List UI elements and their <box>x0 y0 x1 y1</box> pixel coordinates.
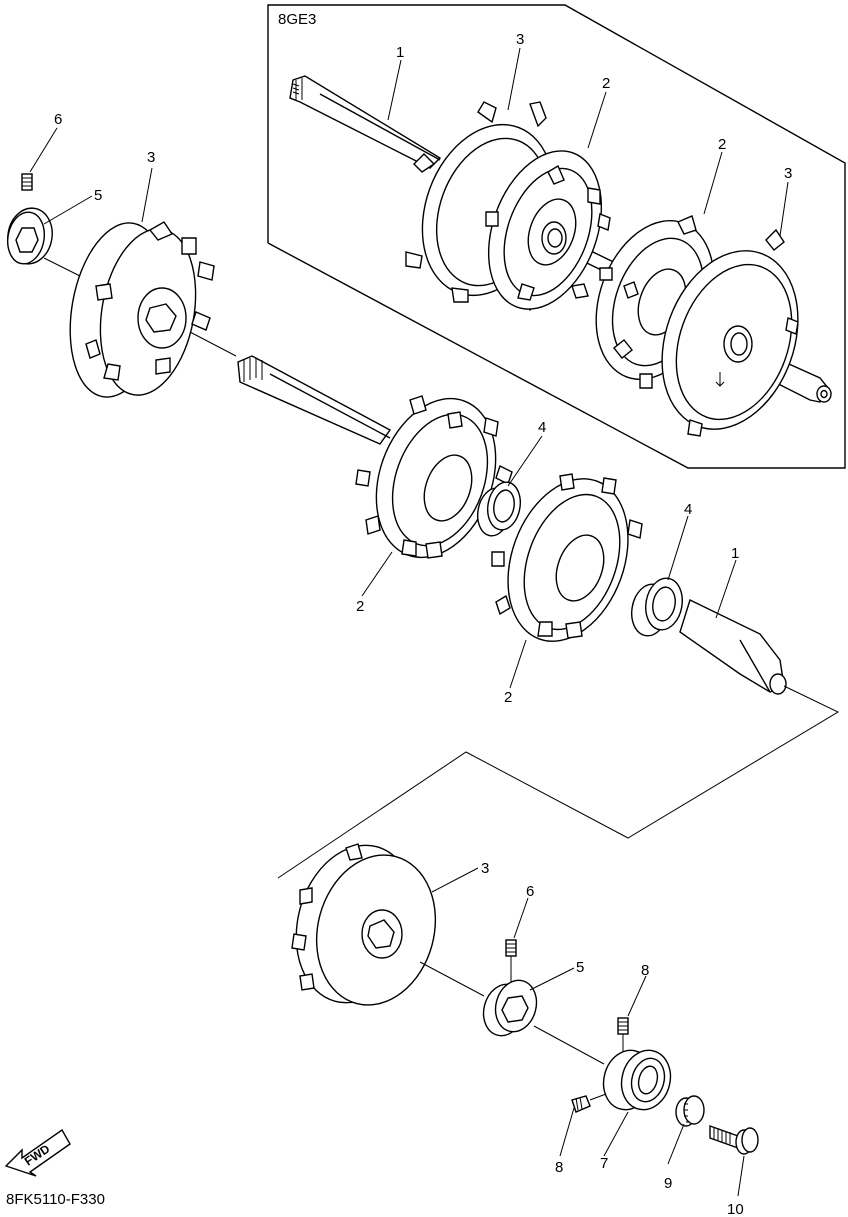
main-shaft <box>237 355 787 695</box>
bottom-collar-axis <box>533 1025 605 1065</box>
callout-inset-sprocket-inner-b: 2 <box>718 136 726 153</box>
connector-frame <box>277 685 840 879</box>
bottom-sprocket-axis <box>419 961 485 997</box>
callout-bearing-screw-top: 8 <box>641 962 649 979</box>
callout-inset-shaft: 1 <box>396 44 404 61</box>
spacer-a <box>477 481 521 537</box>
inset-frame <box>267 4 846 469</box>
left-set-screw <box>21 173 33 191</box>
callout-main-sprocket-b: 2 <box>504 689 512 706</box>
callout-bottom-collar: 5 <box>576 959 584 976</box>
callout-inset-sprocket-outer-right: 3 <box>784 165 792 182</box>
bolt <box>709 1125 759 1155</box>
callout-bearing-screw-side: 8 <box>555 1159 563 1176</box>
callout-spacer-b: 4 <box>684 501 692 518</box>
left-sprocket-axis <box>189 331 237 357</box>
fwd-arrow-icon: FWD <box>4 1128 71 1177</box>
callout-left-sprocket: 3 <box>147 149 155 166</box>
bottom-collar <box>482 979 538 1037</box>
callout-bearing: 7 <box>600 1155 608 1172</box>
callout-main-shaft: 1 <box>731 545 739 562</box>
callout-spacer-a: 4 <box>538 419 546 436</box>
spacer-b <box>631 577 683 637</box>
left-collar-axis <box>43 257 81 277</box>
left-sprocket <box>69 221 215 398</box>
inset-label: 8GE3 <box>278 11 316 28</box>
bottom-set-screw <box>505 939 517 982</box>
callout-left-collar: 5 <box>94 187 102 204</box>
callout-bolt: 10 <box>727 1201 744 1217</box>
bearing <box>602 1049 672 1111</box>
callout-bottom-sprocket: 3 <box>481 860 489 877</box>
callout-left-set-screw: 6 <box>54 111 62 128</box>
callout-main-sprocket-a: 2 <box>356 598 364 615</box>
bottom-sprocket <box>291 843 437 1006</box>
inset-sprocket-inner-a <box>485 150 611 310</box>
callout-bottom-set-screw: 6 <box>526 883 534 900</box>
callout-nut: 9 <box>664 1175 672 1192</box>
callout-inset-sprocket-inner-a: 2 <box>602 75 610 92</box>
callout-inset-sprocket-outer-top: 3 <box>516 31 524 48</box>
figure-code: 8FK5110-F330 <box>6 1191 105 1208</box>
nut <box>675 1095 705 1127</box>
inset-sprocket-outer-right <box>661 228 799 437</box>
bearing-screw-side <box>571 1093 607 1113</box>
bearing-screw-top <box>617 1017 629 1056</box>
left-collar <box>7 207 53 265</box>
main-sprocket-b <box>491 473 643 642</box>
main-sprocket-a <box>355 395 513 559</box>
leader-lines <box>29 47 789 1197</box>
